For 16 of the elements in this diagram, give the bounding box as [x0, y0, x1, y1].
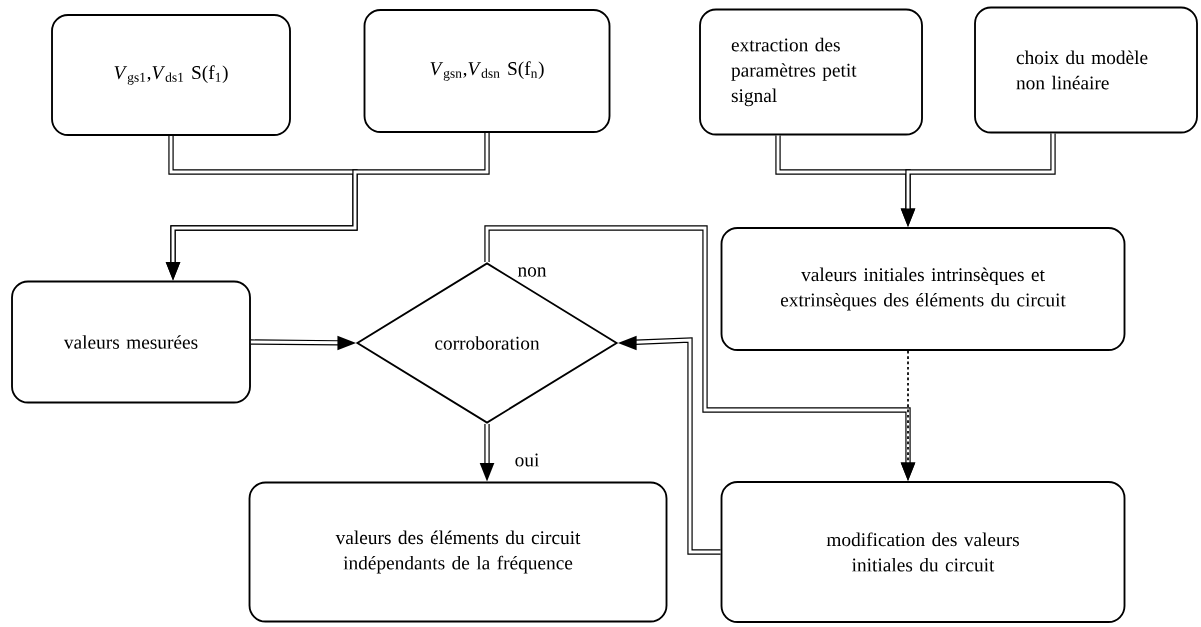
process-box: choix du modèle non linéaire	[974, 6, 1198, 134]
arrow	[617, 335, 721, 555]
process-box: valeurs mesurées	[11, 280, 251, 404]
process-box: V$_{gsn}$,V$_{dsn}$ S(f$_{n}$)	[363, 9, 611, 133]
process-box: modification des valeurs initiales du circuit	[720, 481, 1126, 623]
edge-label: non	[516, 266, 548, 278]
process-box: valeurs des éléments du circuit indépendants de la fréquence	[248, 481, 668, 623]
process-box: valeurs initiales intrinsèques et extrinsèques des éléments du circuit	[720, 227, 1126, 351]
edge-label: oui	[513, 452, 541, 468]
arrow	[479, 423, 495, 482]
arrow	[900, 350, 916, 482]
process-box: V$_{gs1}$,V$_{ds1}$ S(f$_{1}$)	[51, 14, 291, 136]
arrow	[250, 335, 357, 351]
arrow	[165, 132, 490, 281]
arrow	[900, 133, 1056, 228]
process-box: extraction des paramètres petit signal	[699, 8, 923, 136]
